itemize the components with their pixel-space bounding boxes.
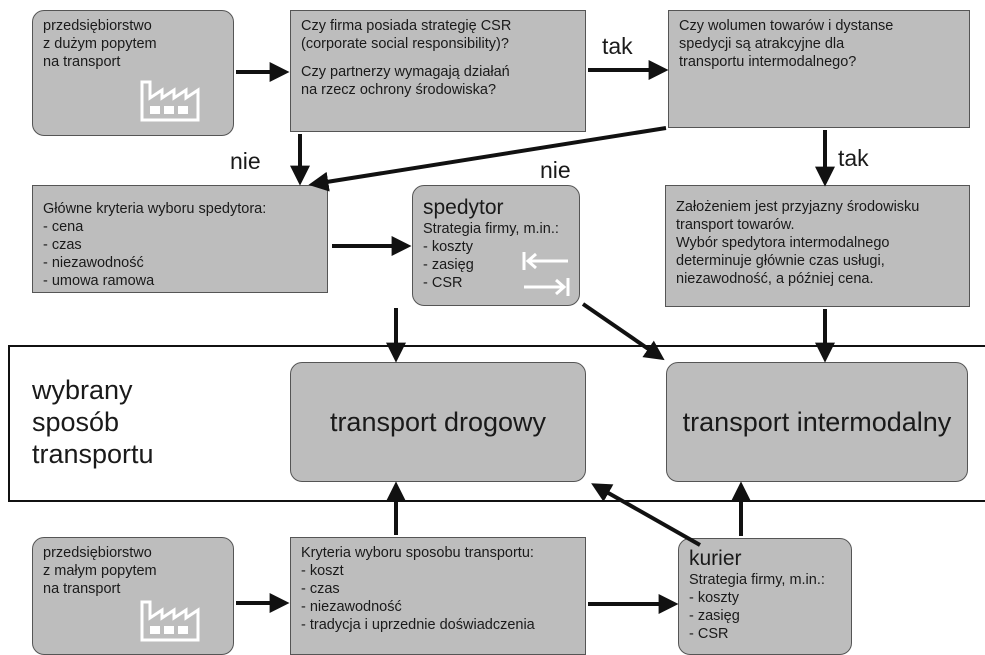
kurier-box: kurier Strategia firmy, m.in.: - koszty … — [678, 538, 852, 655]
box-line: - czas — [43, 237, 82, 253]
band-label-line: transportu — [32, 439, 154, 469]
spedytor-box: spedytor Strategia firmy, m.in.: - koszt… — [412, 185, 580, 306]
box-line: przedsiębiorstwo — [43, 545, 152, 561]
box-line: - koszty — [689, 590, 739, 606]
box-line: - CSR — [689, 626, 729, 642]
road-transport-box: transport drogowy — [290, 362, 586, 482]
box-line: (corporate social responsibility)? — [301, 36, 509, 52]
box-line: - CSR — [423, 275, 463, 291]
box-line: z dużym popytem — [43, 36, 157, 52]
box-line: - zasięg — [423, 257, 474, 273]
start-large-demand-box: przedsiębiorstwo z dużym popytem na tran… — [32, 10, 234, 136]
box-line: - zasięg — [689, 608, 740, 624]
box-line: transportu intermodalnego? — [679, 54, 857, 70]
start-small-demand-box: przedsiębiorstwo z małym popytem na tran… — [32, 537, 234, 655]
box-line: - tradycja i uprzednie doświadczenia — [301, 617, 535, 633]
band-label-line: sposób — [32, 407, 120, 437]
box-line: - niezawodność — [301, 599, 402, 615]
box-line: determinuje głównie czas usługi, — [676, 253, 885, 269]
box-line: - koszt — [301, 563, 344, 579]
arrow-volume-to-forwarder-criteria — [308, 126, 667, 192]
box-line: spedycji są atrakcyjne dla — [679, 36, 845, 52]
box-line: - cena — [43, 219, 84, 235]
exchange-arrows-icon — [522, 252, 570, 296]
box-line: na rzecz ochrony środowiska? — [301, 82, 497, 98]
box-line: - czas — [301, 581, 340, 597]
edge-label-tak-top: tak — [602, 33, 633, 59]
box-line: Główne kryteria wyboru spedytora: — [43, 201, 267, 217]
box-line: na transport — [43, 581, 121, 597]
arrow-spedytor-to-intermodal — [581, 302, 665, 361]
box-line: Strategia firmy, m.in.: — [423, 221, 559, 237]
box-line: Czy firma posiada strategię CSR — [301, 18, 512, 34]
volume-question-box: Czy wolumen towarów i dystanse spedycji … — [668, 10, 970, 128]
box-line: Czy partnerzy wymagają działań — [301, 64, 510, 80]
band-label: wybrany sposób transportu — [32, 374, 154, 470]
csr-question-box: Czy firma posiada strategię CSR (corpora… — [290, 10, 586, 132]
forwarder-criteria-box: Główne kryteria wyboru spedytora: - cena… — [32, 185, 328, 293]
box-line: Wybór spedytora intermodalnego — [676, 235, 890, 251]
edge-label-nie-middle: nie — [540, 157, 571, 183]
box-line: niezawodność, a później cena. — [676, 271, 874, 287]
box-line: Strategia firmy, m.in.: — [689, 572, 825, 588]
box-line: - koszty — [423, 239, 473, 255]
factory-icon — [140, 80, 200, 122]
band-label-line: wybrany — [32, 375, 133, 405]
arrow-kurier-to-road — [591, 483, 701, 547]
spedytor-title: spedytor — [423, 196, 504, 219]
box-line: - umowa ramowa — [43, 273, 155, 289]
transport-criteria-box: Kryteria wyboru sposobu transportu: - ko… — [290, 537, 586, 655]
edge-label-nie-left: nie — [230, 148, 261, 174]
box-line: - niezawodność — [43, 255, 144, 271]
box-line: Czy wolumen towarów i dystanse — [679, 18, 894, 34]
factory-icon — [140, 600, 200, 642]
box-line: transport towarów. — [676, 217, 795, 233]
box-line: przedsiębiorstwo — [43, 18, 152, 34]
kurier-title: kurier — [689, 547, 742, 570]
intermodal-transport-box: transport intermodalny — [666, 362, 968, 482]
box-line: na transport — [43, 54, 121, 70]
box-line: Założeniem jest przyjazny środowisku — [676, 199, 920, 215]
edge-label-tak-right: tak — [838, 145, 869, 171]
box-line: z małym popytem — [43, 563, 157, 579]
box-line: Kryteria wyboru sposobu transportu: — [301, 545, 534, 561]
